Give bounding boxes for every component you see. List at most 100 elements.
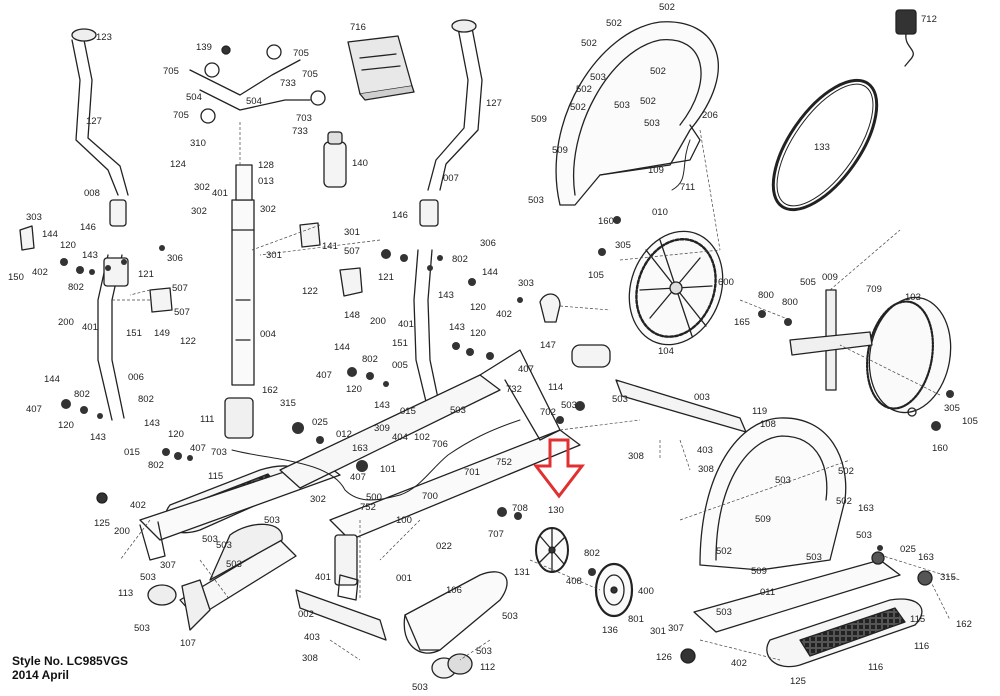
callout-label: 402 [496,309,512,320]
callout-label: 112 [480,662,495,673]
callout-label: 404 [392,432,408,443]
callout-label: 503 [226,559,242,570]
callout-label: 315 [280,398,296,409]
callout-label: 707 [488,529,504,540]
callout-label: 149 [154,328,170,339]
callout-labels: 123 127 127 139 705 705 705 705 716 712 … [8,2,978,693]
callout-label: 104 [658,346,674,357]
callout-label: 003 [694,392,710,403]
callout-label: 012 [336,429,352,440]
callout-label: 163 [858,503,874,514]
callout-label: 122 [180,336,196,347]
callout-label: 125 [790,676,806,687]
callout-label: 100 [396,515,412,526]
lower-right-shroud [699,417,847,571]
callout-label: 705 [163,66,179,77]
callout-label: 401 [398,319,414,330]
callout-label: 403 [304,632,320,643]
callout-label: 127 [86,116,102,127]
callout-label: 302 [260,204,276,215]
callout-label: 503 [614,100,630,111]
main-frame [279,349,581,586]
callout-label: 407 [190,443,206,454]
callout-label: 503 [202,534,218,545]
callout-label: 503 [476,646,492,657]
callout-label: 733 [280,78,296,89]
callout-label: 716 [350,22,366,33]
power-adapter [895,9,917,67]
callout-label: 503 [775,475,791,486]
callout-label: 401 [212,188,228,199]
callout-label: 125 [94,518,110,529]
callout-label: 302 [194,182,210,193]
callout-label: 709 [866,284,882,295]
callout-label: 502 [570,102,586,113]
callout-label: 107 [180,638,196,649]
callout-label: 162 [262,385,278,396]
callout-label: 306 [167,253,183,264]
callout-label: 502 [581,38,597,49]
console-mast [224,164,255,439]
callout-label: 105 [962,416,978,427]
callout-label: 115 [910,614,925,625]
transport-wheel [431,653,473,679]
callout-label: 509 [755,514,771,525]
callout-label: 143 [82,250,98,261]
callout-label: 131 [514,567,530,578]
callout-label: 509 [552,145,568,156]
callout-label: 301 [266,250,282,261]
callout-label: 503 [856,530,872,541]
callout-label: 752 [496,457,512,468]
callout-label: 502 [836,496,852,507]
callout-label: 306 [480,238,496,249]
callout-label: 007 [443,173,459,184]
callout-label: 403 [697,445,713,456]
callout-label: 148 [344,310,360,321]
callout-label: 600 [718,277,734,288]
callout-label: 120 [168,429,184,440]
callout-label: 005 [392,360,408,371]
callout-label: 303 [26,212,42,223]
callout-label: 308 [698,464,714,475]
callout-label: 015 [124,447,140,458]
callout-label: 116 [868,662,883,673]
callout-label: 507 [344,246,360,257]
right-handlebar-arm [419,19,483,227]
callout-label: 111 [200,414,214,425]
callout-label: 004 [260,329,276,340]
callout-label: 001 [396,573,412,584]
callout-label: 705 [173,110,189,121]
callout-label: 121 [378,272,394,283]
callout-label: 141 [322,241,338,252]
highlight-arrow [532,438,586,499]
callout-label: 101 [380,464,396,475]
callout-label: 502 [640,96,656,107]
callout-label: 103 [905,292,921,303]
callout-label: 305 [944,403,960,414]
callout-label: 503 [590,72,606,83]
tension-wheel [594,562,634,618]
callout-label: 120 [470,302,486,313]
callout-label: 140 [352,158,368,169]
callout-label: 503 [502,611,518,622]
callout-label: 703 [296,113,312,124]
rear-stabilizer [147,523,297,631]
pulley-bracket [789,289,873,391]
front-cover [403,571,508,654]
left-pedal-assembly [96,459,341,561]
callout-label: 143 [374,400,390,411]
callout-label: 144 [44,374,60,385]
callout-label: 301 [344,227,360,238]
callout-label: 502 [606,18,622,29]
callout-label: 500 [366,492,382,503]
front-stabilizer [295,574,387,641]
callout-label: 407 [316,370,332,381]
callout-label: 504 [186,92,202,103]
callout-label: 162 [956,619,972,630]
callout-label: 146 [392,210,408,221]
callout-label: 802 [452,254,468,265]
hardware-bolts [60,216,954,576]
callout-label: 307 [668,623,684,634]
callout-label: 308 [628,451,644,462]
